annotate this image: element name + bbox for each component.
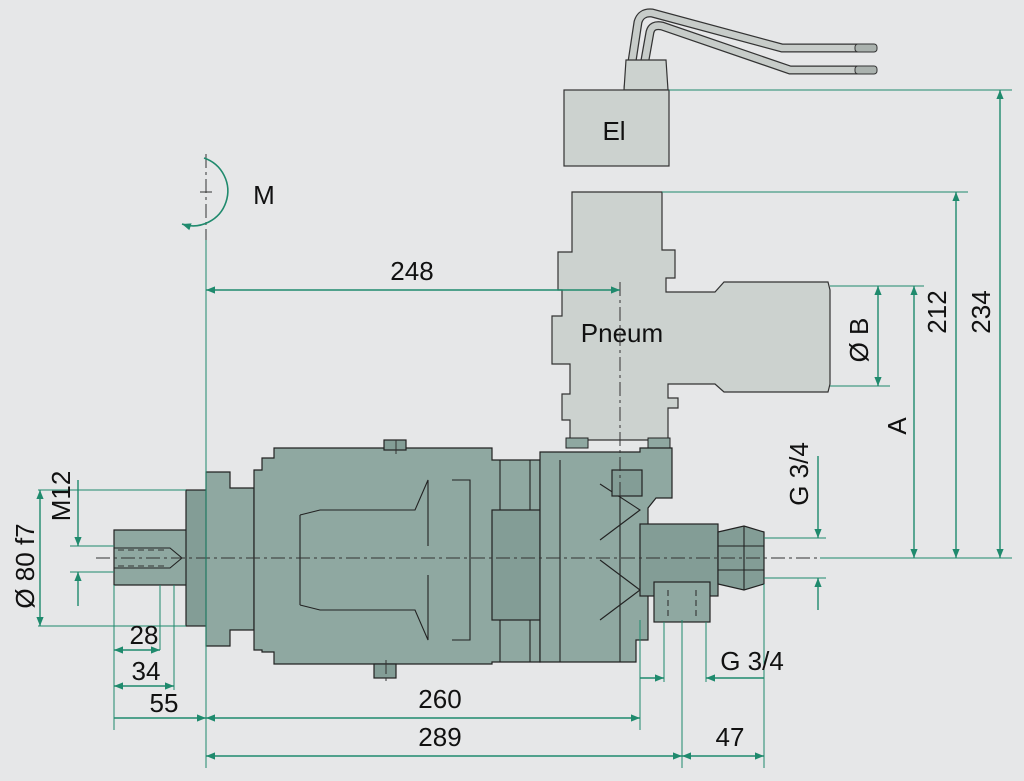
extension-lines <box>38 89 1012 768</box>
dim-M12: M12 <box>46 471 76 522</box>
dim-234: 234 <box>966 290 996 333</box>
dim-g34-upper: G 3/4 <box>784 442 814 506</box>
rotation-arrow-icon <box>181 157 229 231</box>
dimension-lines <box>36 90 1004 760</box>
dim-289: 289 <box>418 722 461 752</box>
side-boss <box>611 469 643 497</box>
mount-nut-right <box>647 437 671 449</box>
pneumatic-valve-body <box>551 191 831 441</box>
mounting-flange <box>205 471 255 647</box>
dim-47: 47 <box>716 722 745 752</box>
rotation-label: M <box>253 180 275 210</box>
center-lines <box>96 154 820 684</box>
cable-inner-1 <box>624 9 864 92</box>
dim-55: 55 <box>150 688 179 718</box>
pneumatic-module: Pneum <box>551 191 831 449</box>
dim-g34-lower: G 3/4 <box>720 646 784 676</box>
wire-tip-2 <box>854 65 878 75</box>
electric-box <box>563 89 670 167</box>
electric-module: El <box>563 8 878 167</box>
cable-inner-2 <box>636 22 864 92</box>
top-plug <box>383 439 407 451</box>
dim-28: 28 <box>130 620 159 650</box>
lower-port <box>653 581 711 623</box>
bottom-plug <box>373 663 397 679</box>
mid-block <box>491 509 541 621</box>
pump-assembly <box>113 439 765 679</box>
dim-80f7: Ø 80 f7 <box>10 523 40 608</box>
wire-tip-1 <box>854 43 878 53</box>
dim-248: 248 <box>390 256 433 286</box>
dim-B: Ø B <box>844 318 874 363</box>
rotation-symbol: M <box>181 157 275 231</box>
dimension-labels: 248 260 289 47 28 34 55 G 3/4 234 212 A … <box>10 256 996 752</box>
el-label: El <box>602 116 625 146</box>
dim-A: A <box>882 417 912 435</box>
pneum-label: Pneum <box>581 318 663 348</box>
dim-260: 260 <box>418 684 461 714</box>
mount-nut-left <box>565 437 589 449</box>
cable-gland <box>623 59 669 91</box>
dim-212: 212 <box>922 290 952 333</box>
dim-34: 34 <box>132 656 161 686</box>
